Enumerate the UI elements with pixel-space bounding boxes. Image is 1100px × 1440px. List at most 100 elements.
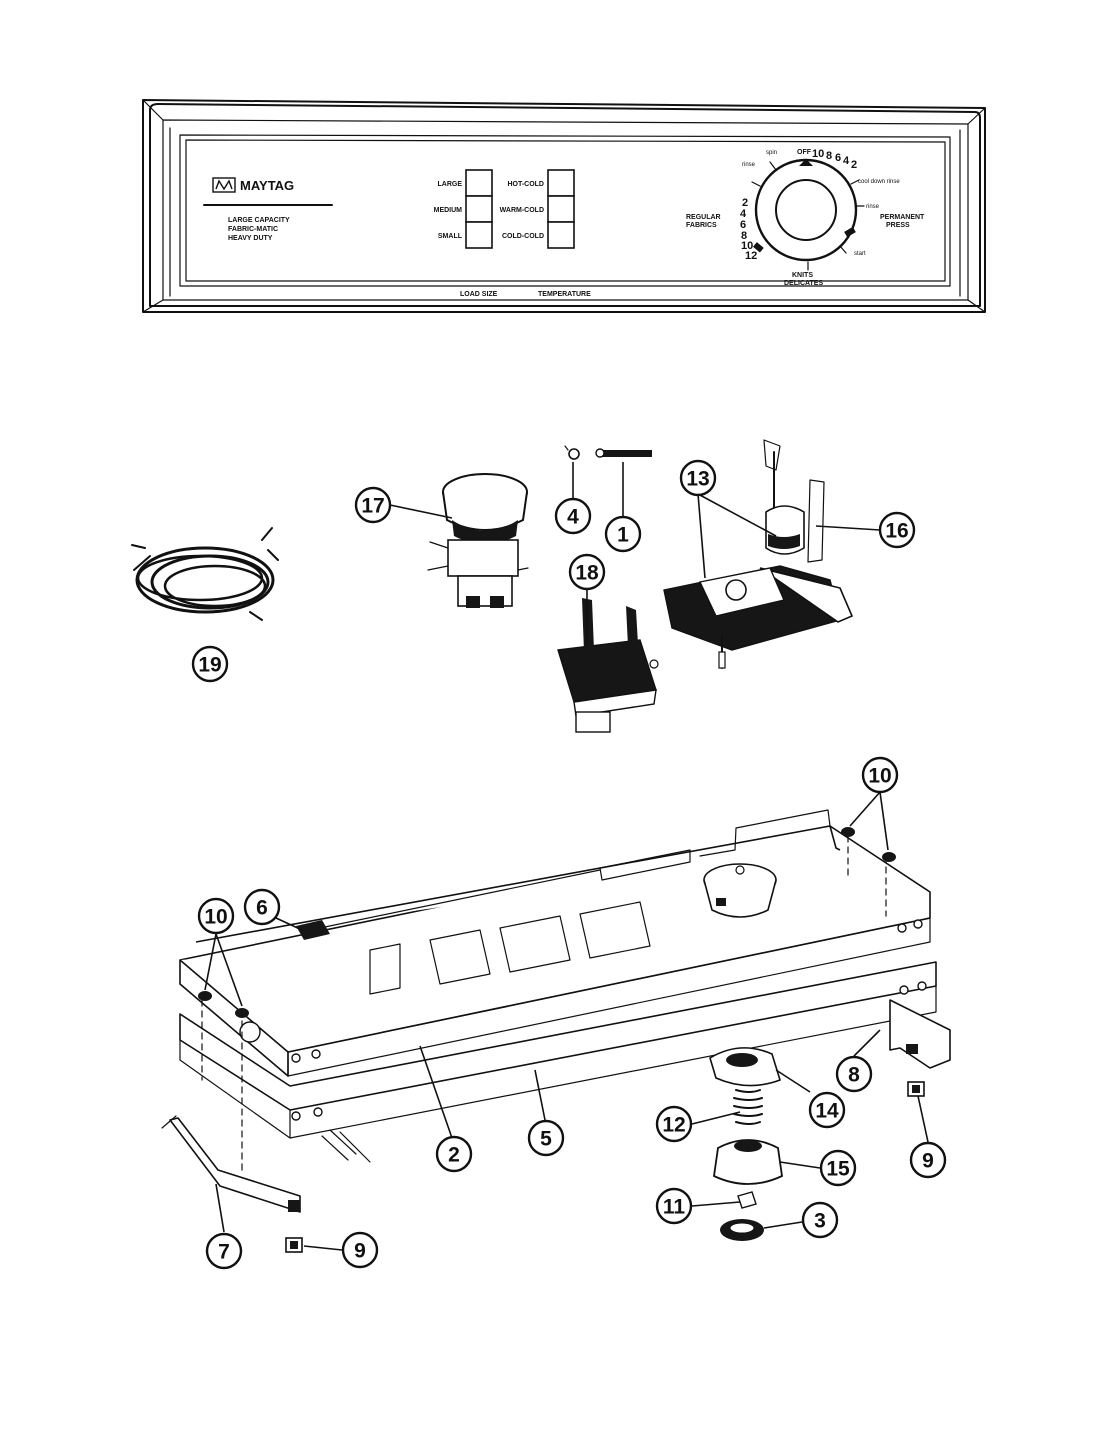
load-large-label: LARGE	[438, 181, 463, 188]
svg-text:12: 12	[662, 1114, 685, 1137]
grommet-left	[198, 827, 896, 1018]
load-size-caption: LOAD SIZE	[460, 291, 498, 298]
temp-warm-cold-button[interactable]	[547, 195, 575, 223]
permanent-press-label-1: PERMANENT	[880, 214, 925, 221]
temperature-caption: TEMPERATURE	[538, 291, 591, 298]
svg-text:10: 10	[204, 906, 227, 929]
temp-cold-cold-button[interactable]	[547, 221, 575, 249]
callout-8: 8	[835, 1055, 873, 1093]
svg-text:18: 18	[575, 562, 599, 585]
svg-text:6: 6	[256, 897, 268, 920]
temperature-switch-part	[427, 473, 529, 608]
svg-text:4: 4	[567, 506, 579, 529]
dial-off-label: OFF	[797, 149, 812, 156]
callout-15: 15	[819, 1149, 857, 1187]
dial-left-num-5: 10	[741, 240, 753, 252]
spring-rod-part	[595, 448, 652, 458]
callout-17: 17	[354, 486, 392, 524]
dial-pointer-icon	[799, 159, 813, 166]
temp-hot-cold-button[interactable]	[547, 169, 575, 197]
dial-top-num-1: 10	[812, 148, 824, 160]
callout-2: 2	[435, 1135, 473, 1173]
callout-14: 14	[808, 1091, 846, 1129]
svg-text:17: 17	[361, 495, 384, 518]
timer-dial: 2 4 6 8 10 12 OFF 10 8 6 4 2 rinse spin …	[686, 148, 925, 287]
knits-delicates-label-2: DELICATES	[784, 280, 823, 287]
svg-text:9: 9	[922, 1150, 934, 1173]
callout-1: 1	[604, 515, 642, 553]
load-large-button[interactable]	[465, 169, 493, 197]
dial-top-num-2: 8	[826, 150, 832, 162]
regular-fabrics-label-1: REGULAR	[686, 214, 721, 221]
control-panel: MAYTAG LARGE CAPACITY FABRIC-MATIC HEAVY…	[142, 99, 986, 313]
svg-text:7: 7	[218, 1241, 230, 1264]
svg-text:9: 9	[354, 1240, 366, 1263]
clip-part-6	[296, 920, 330, 940]
callout-4: 4	[554, 497, 592, 535]
callout-5: 5	[527, 1119, 565, 1157]
callout-13: 13	[679, 459, 717, 497]
dial-cool-down-label: cool down rinse	[858, 179, 900, 185]
callout-10-right: 10	[861, 756, 899, 794]
callout-7: 7	[205, 1232, 243, 1270]
svg-text:2: 2	[448, 1144, 460, 1167]
switch-block-part	[557, 598, 659, 733]
dial-top-num-4: 4	[843, 155, 850, 167]
knits-delicates-label-1: KNITS	[792, 272, 813, 279]
load-medium-button[interactable]	[465, 195, 493, 223]
svg-text:10: 10	[868, 765, 891, 788]
callout-18: 18	[568, 553, 606, 591]
dial-left-num-2: 4	[740, 208, 747, 220]
callout-19: 19	[191, 645, 229, 683]
callout-12: 12	[655, 1105, 693, 1143]
callout-16: 16	[878, 511, 916, 549]
regular-fabrics-label-2: FABRICS	[686, 222, 717, 229]
load-size-buttons: LARGE MEDIUM SMALL LOAD SIZE	[434, 169, 498, 298]
load-small-button[interactable]	[465, 221, 493, 249]
model-line-2: FABRIC-MATIC	[228, 226, 278, 233]
svg-text:8: 8	[848, 1064, 860, 1087]
dial-left-num-4: 8	[741, 230, 747, 242]
dial-spin-label: spin	[766, 150, 777, 156]
svg-text:11: 11	[663, 1196, 686, 1219]
callout-6: 6	[243, 888, 281, 926]
model-line-1: LARGE CAPACITY	[228, 217, 290, 224]
callout-11: 11	[655, 1187, 693, 1225]
load-medium-label: MEDIUM	[434, 207, 463, 214]
dial-top-num-5: 2	[851, 159, 857, 171]
svg-text:19: 19	[198, 654, 221, 677]
callout-9-right: 9	[909, 1141, 947, 1179]
dial-start-label: start	[854, 251, 866, 257]
wire-harness-part	[131, 527, 279, 621]
svg-text:13: 13	[686, 468, 709, 491]
dial-right-rinse-label: rinse	[866, 204, 880, 210]
callout-9-left: 9	[341, 1231, 379, 1269]
permanent-press-label-2: PRESS	[886, 222, 910, 229]
small-clip-part	[564, 445, 580, 460]
svg-text:5: 5	[540, 1128, 552, 1151]
callout-10-left: 10	[197, 897, 235, 935]
temp-warm-cold-label: WARM-COLD	[500, 207, 544, 214]
load-small-label: SMALL	[438, 233, 463, 240]
dial-left-num-1: 2	[742, 197, 748, 209]
svg-text:1: 1	[617, 524, 629, 547]
timer-motor-part	[663, 439, 854, 669]
temp-cold-cold-label: COLD-COLD	[502, 233, 544, 240]
dial-left-num-3: 6	[740, 219, 746, 231]
temperature-buttons: HOT-COLD WARM-COLD COLD-COLD TEMPERATURE	[500, 169, 591, 298]
svg-text:14: 14	[815, 1100, 839, 1123]
maytag-logo: MAYTAG	[212, 177, 294, 193]
svg-text:16: 16	[885, 520, 908, 543]
control-base-assembly	[161, 809, 951, 1253]
dial-rinse-label: rinse	[742, 162, 756, 168]
temp-hot-cold-label: HOT-COLD	[507, 181, 544, 188]
dial-top-num-3: 6	[835, 152, 841, 164]
callout-3: 3	[801, 1201, 839, 1239]
svg-text:3: 3	[814, 1210, 826, 1233]
brand-name: MAYTAG	[240, 178, 294, 193]
svg-text:15: 15	[826, 1158, 850, 1181]
dial-left-num-6: 12	[745, 250, 757, 262]
leader-lines	[204, 462, 929, 1251]
knob-assembly	[709, 1047, 783, 1241]
